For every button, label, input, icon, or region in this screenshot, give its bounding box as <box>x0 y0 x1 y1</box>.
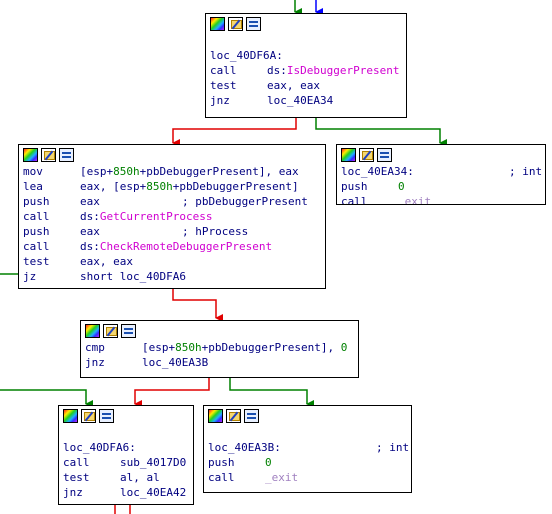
edge-b2-b4-false <box>172 288 223 322</box>
block-header <box>19 145 325 164</box>
graph-overview-icon[interactable] <box>59 147 74 162</box>
edge-b2-b5-true-enter <box>0 389 93 408</box>
color-palette-icon[interactable] <box>85 323 100 338</box>
function-ref[interactable]: _exit <box>398 195 432 205</box>
comment: ; int <box>509 165 543 178</box>
block-label[interactable]: loc_40EA3B: <box>208 441 281 454</box>
color-palette-icon[interactable] <box>341 147 356 162</box>
block-header <box>81 321 358 340</box>
rename-block-icon[interactable] <box>226 408 241 423</box>
block-label[interactable]: loc_40EA34: <box>341 165 414 178</box>
color-palette-icon[interactable] <box>210 16 225 31</box>
edge-b1-b3-true <box>315 117 447 147</box>
code-block-debugger-check[interactable]: mov[esp+850h+pbDebuggerPresent], eax lea… <box>18 144 326 289</box>
edge-b1-b2-false <box>172 117 297 147</box>
function-ref[interactable]: sub_4017D0 <box>120 456 187 469</box>
instruction-line: cmp[esp+850h+pbDebuggerPresent], 0 <box>85 341 348 354</box>
instruction-line: mov[esp+850h+pbDebuggerPresent], eax <box>23 165 299 178</box>
block-label[interactable]: loc_40DF6A: <box>210 49 283 62</box>
rename-block-icon[interactable] <box>359 147 374 162</box>
graph-overview-icon[interactable] <box>244 408 259 423</box>
rename-block-icon[interactable] <box>103 323 118 338</box>
graph-overview-icon[interactable] <box>377 147 392 162</box>
api-symbol[interactable]: IsDebuggerPresent <box>286 64 400 77</box>
comment: ; pbDebuggerPresent <box>182 195 308 208</box>
graph-overview-icon[interactable] <box>99 408 114 423</box>
comment: ; hProcess <box>182 225 249 238</box>
edge-b4-b6-true <box>229 377 314 408</box>
jump-target[interactable]: loc_40EA3B <box>142 356 209 369</box>
instruction-line: call_exit <box>341 194 545 205</box>
api-symbol[interactable]: CheckRemoteDebuggerPresent <box>99 240 273 253</box>
jump-target[interactable]: loc_40EA34 <box>267 94 334 107</box>
color-palette-icon[interactable] <box>23 147 38 162</box>
color-palette-icon[interactable] <box>63 408 78 423</box>
graph-overview-icon[interactable] <box>246 16 261 31</box>
block-header <box>204 406 411 425</box>
comment: ; int <box>376 441 410 454</box>
block-header <box>59 406 193 425</box>
color-palette-icon[interactable] <box>208 408 223 423</box>
rename-block-icon[interactable] <box>81 408 96 423</box>
rename-block-icon[interactable] <box>41 147 56 162</box>
api-symbol[interactable]: GetCurrentProcess <box>99 210 213 223</box>
block-header <box>337 145 545 164</box>
block-label[interactable]: loc_40DFA6: <box>63 441 136 454</box>
graph-overview-icon[interactable] <box>121 323 136 338</box>
jump-target[interactable]: loc_40EA42 <box>120 486 187 499</box>
edge-b4-b5-false <box>134 377 210 408</box>
block-header <box>206 14 406 33</box>
rename-block-icon[interactable] <box>228 16 243 31</box>
jump-target[interactable]: short loc_40DFA6 <box>80 270 186 283</box>
function-ref[interactable]: _exit <box>265 471 299 484</box>
instruction-line: call_exit <box>208 471 299 484</box>
